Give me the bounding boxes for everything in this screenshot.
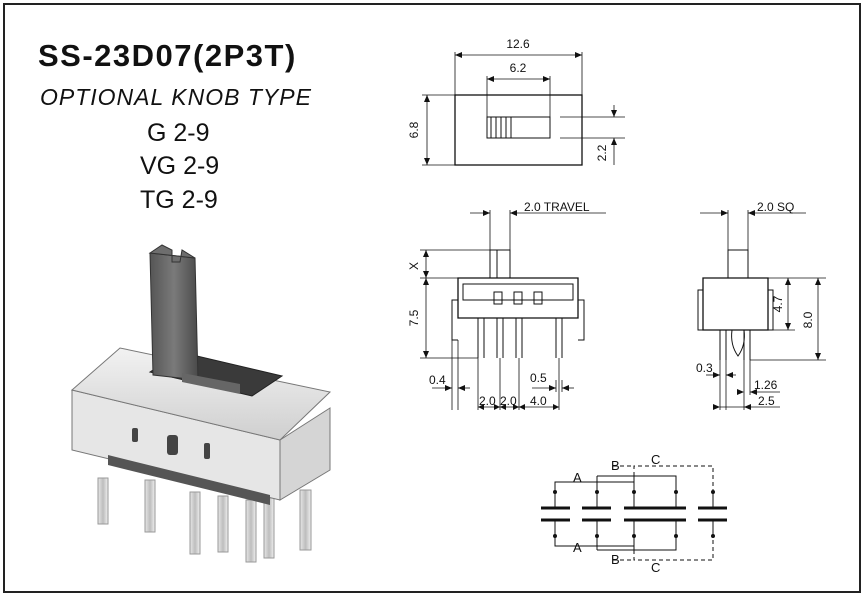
label-c-top: C (651, 452, 660, 467)
dim-1-26: 1.26 (754, 378, 778, 392)
dim-12-6: 12.6 (506, 37, 530, 51)
dim-8-0: 8.0 (801, 311, 815, 328)
circuit-schematic (541, 465, 727, 561)
dim-0-5: 0.5 (530, 371, 547, 385)
top-view (422, 52, 625, 166)
dim-2-0-b: 2.0 (500, 394, 517, 408)
side-view-arrows (423, 210, 569, 410)
dim-4-7: 4.7 (771, 295, 785, 312)
sq-label: 2.0 SQ (757, 200, 794, 214)
end-view-arrows (713, 210, 821, 410)
variant-g: G 2-9 (147, 119, 210, 147)
dim-6-8: 6.8 (407, 121, 421, 138)
variant-tg: TG 2-9 (140, 186, 218, 214)
label-b-bottom: B (611, 552, 620, 567)
label-a-top: A (573, 470, 582, 485)
switch-illustration (70, 244, 332, 563)
dim-0-3: 0.3 (696, 361, 713, 375)
dim-2-0-a: 2.0 (479, 394, 496, 408)
label-b-top: B (611, 458, 620, 473)
schematic-nodes (553, 490, 715, 538)
dim-6-2: 6.2 (510, 61, 527, 75)
dim-2-5: 2.5 (758, 394, 775, 408)
dim-2-2: 2.2 (595, 144, 609, 161)
travel-label: 2.0 TRAVEL (524, 200, 590, 214)
variant-vg: VG 2-9 (140, 152, 220, 180)
label-c-bottom: C (651, 560, 660, 575)
dim-4-0: 4.0 (530, 394, 547, 408)
end-view (697, 210, 826, 410)
label-a-bottom: A (573, 540, 582, 555)
side-view (420, 210, 606, 410)
top-view-arrows (424, 52, 617, 165)
part-number-title: SS-23D07(2P3T) (38, 38, 297, 73)
dim-7-5: 7.5 (407, 309, 421, 326)
dim-x: X (407, 262, 421, 270)
dim-0-4: 0.4 (429, 373, 446, 387)
subtitle: OPTIONAL KNOB TYPE (40, 84, 312, 110)
